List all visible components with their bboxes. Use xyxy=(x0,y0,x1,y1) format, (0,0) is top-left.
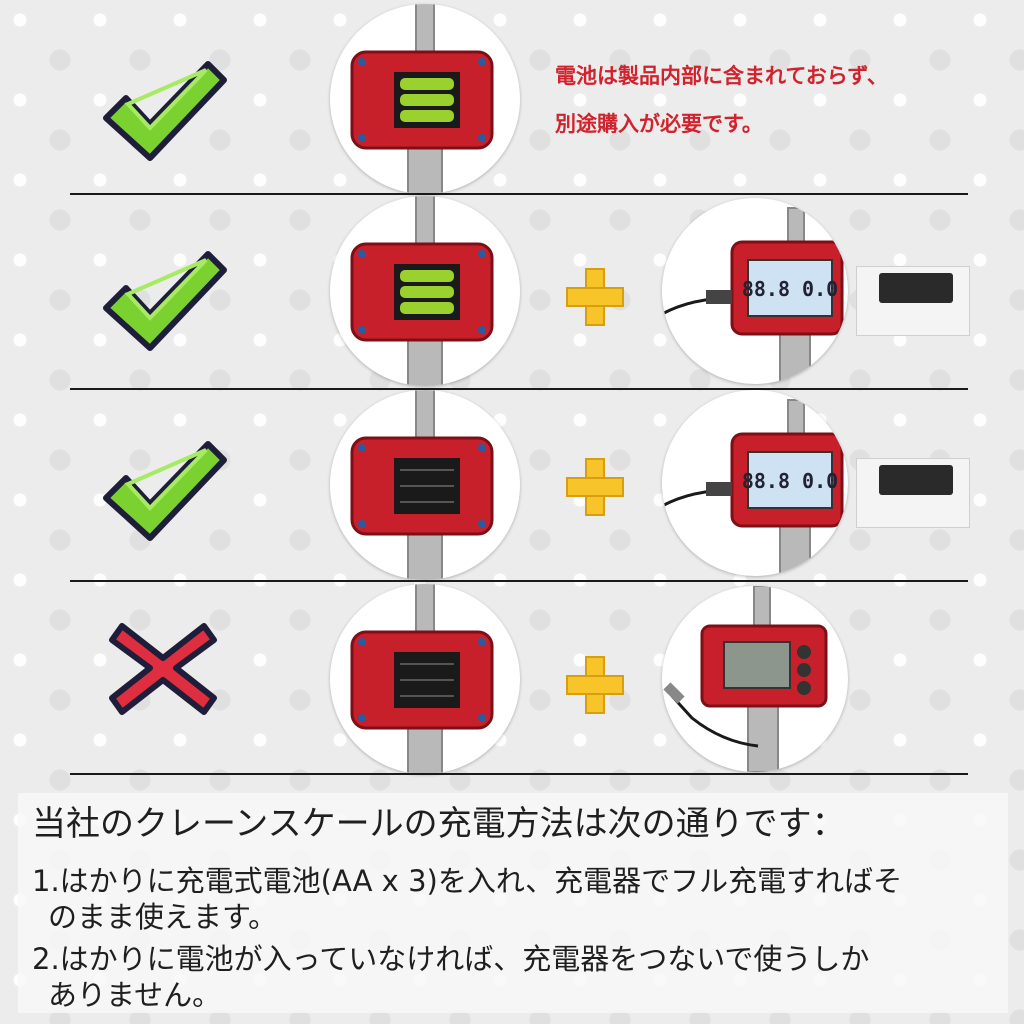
crane-scale-batteries-illustration xyxy=(350,196,494,386)
info-item-2-line-1: 2.はかりに電池が入っていなければ、充電器をつないで使うしか xyxy=(32,942,870,976)
plus-icon xyxy=(566,458,624,516)
info-title: 当社のクレーンスケールの充電方法は次の通りです： xyxy=(32,804,846,844)
plus-icon xyxy=(566,268,624,326)
check-icon xyxy=(103,61,227,161)
scale-with-batteries-photo xyxy=(330,196,520,386)
scale-with-batteries-photo xyxy=(330,4,520,194)
cross-icon xyxy=(109,623,217,715)
crane-scale-empty-illustration xyxy=(350,584,494,774)
crane-scale-batteries-illustration xyxy=(350,4,494,194)
plus-icon xyxy=(566,656,624,714)
scale-empty-battery-photo xyxy=(330,584,520,774)
row-divider xyxy=(70,773,968,775)
scale-with-charger-photo: 88.8 0.0 xyxy=(662,198,848,384)
scale-with-plug-photo xyxy=(662,586,848,772)
crane-scale-charger-illustration: 88.8 0.0 xyxy=(662,207,844,384)
check-icon xyxy=(103,251,227,351)
row-divider xyxy=(70,388,968,390)
info-panel xyxy=(18,793,1008,1013)
info-item-2-line-2: ありません。 xyxy=(48,978,222,1012)
svg-text:88.8 0.0: 88.8 0.0 xyxy=(742,469,838,493)
info-item-1-line-1: 1.はかりに充電式電池(AA x 3)を入れ、充電器でフル充電すればそ xyxy=(32,864,903,898)
crane-scale-empty-illustration xyxy=(350,390,494,580)
power-strip xyxy=(856,458,970,528)
scale-with-charger-photo: 88.8 0.0 xyxy=(662,390,848,576)
power-strip xyxy=(856,266,970,336)
crane-scale-plug-illustration xyxy=(663,586,828,772)
battery-note-line-1: 電池は製品内部に含まれておらず、 xyxy=(555,64,888,88)
battery-note-line-2: 別途購入が必要です。 xyxy=(555,112,763,136)
row-divider xyxy=(70,193,968,195)
row-divider xyxy=(70,580,968,582)
crane-scale-charger-illustration: 88.8 0.0 xyxy=(662,399,844,576)
charger-adapter xyxy=(879,273,953,303)
svg-text:88.8 0.0: 88.8 0.0 xyxy=(742,277,838,301)
check-icon xyxy=(103,441,227,541)
charger-adapter xyxy=(879,465,953,495)
info-item-1-line-2: のまま使えます。 xyxy=(48,900,278,934)
scale-empty-battery-photo xyxy=(330,390,520,580)
